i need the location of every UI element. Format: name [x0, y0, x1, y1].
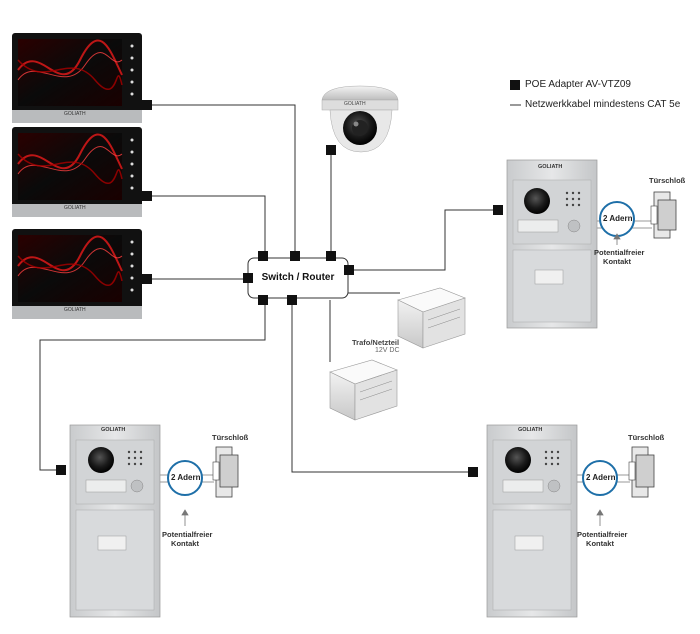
cable-door-station-bottom [291, 300, 472, 473]
cable-monitor-1 [145, 104, 296, 255]
door-lock-left [212, 446, 239, 498]
contact-left-line1: Potentialfreier [162, 530, 213, 539]
door-lock-bottom-right [628, 446, 655, 498]
door-lock-left-label: Türschloß [212, 433, 249, 442]
transformer-voltage: 12V DC [375, 347, 400, 354]
monitor-2 [12, 127, 142, 217]
contact-bottom-right-line1: Potentialfreier [577, 530, 628, 539]
contact-arrows [181, 233, 621, 526]
door-lock-bottom-right-label: Türschloß [628, 433, 665, 442]
wire-ring-bottom-right [582, 460, 618, 496]
door-lock-right [650, 191, 677, 239]
cable-door-station-left [39, 300, 266, 471]
door-station-right-brand: GOLIATH [538, 164, 563, 170]
wire-count-bottom-right: 2 Adern [586, 473, 616, 482]
wire-ring-left [167, 460, 203, 496]
monitor-3-brand: GOLIATH [64, 307, 86, 313]
legend-poe-square [510, 80, 520, 90]
door-lock-right-label: Türschloß [649, 176, 686, 185]
camera-brand: GOLIATH [344, 101, 366, 107]
contact-bottom-right-line2: Kontakt [586, 539, 614, 548]
door-station-left-brand: GOLIATH [101, 427, 126, 433]
poe-adapters [56, 100, 503, 477]
cable-door-station-right [348, 209, 497, 271]
switch-router-label: Switch / Router [261, 272, 335, 283]
power-supply-top [397, 287, 466, 349]
monitor-2-brand: GOLIATH [64, 205, 86, 211]
wire-count-right: 2 Adern [603, 214, 633, 223]
door-station-bottom-brand: GOLIATH [518, 427, 543, 433]
wire-count-left: 2 Adern [171, 473, 201, 482]
door-station-bottom-right [486, 424, 578, 618]
contact-left-line2: Kontakt [171, 539, 199, 548]
door-station-right [506, 159, 598, 329]
door-station-left [69, 424, 161, 618]
power-supply-bottom [329, 359, 398, 421]
dome-camera [321, 85, 399, 153]
transformer-label: Trafo/Netzteil [352, 338, 400, 347]
monitor-1 [12, 33, 142, 123]
legend-cable-label: Netzwerkkabel mindestens CAT 5e [525, 99, 681, 110]
cable-monitor-2 [145, 195, 266, 255]
contact-right-line2: Kontakt [603, 257, 631, 266]
contact-right-line1: Potentialfreier [594, 248, 645, 257]
legend-poe-label: POE Adapter AV-VTZ09 [525, 79, 631, 90]
monitor-3 [12, 229, 142, 319]
monitor-1-brand: GOLIATH [64, 111, 86, 117]
